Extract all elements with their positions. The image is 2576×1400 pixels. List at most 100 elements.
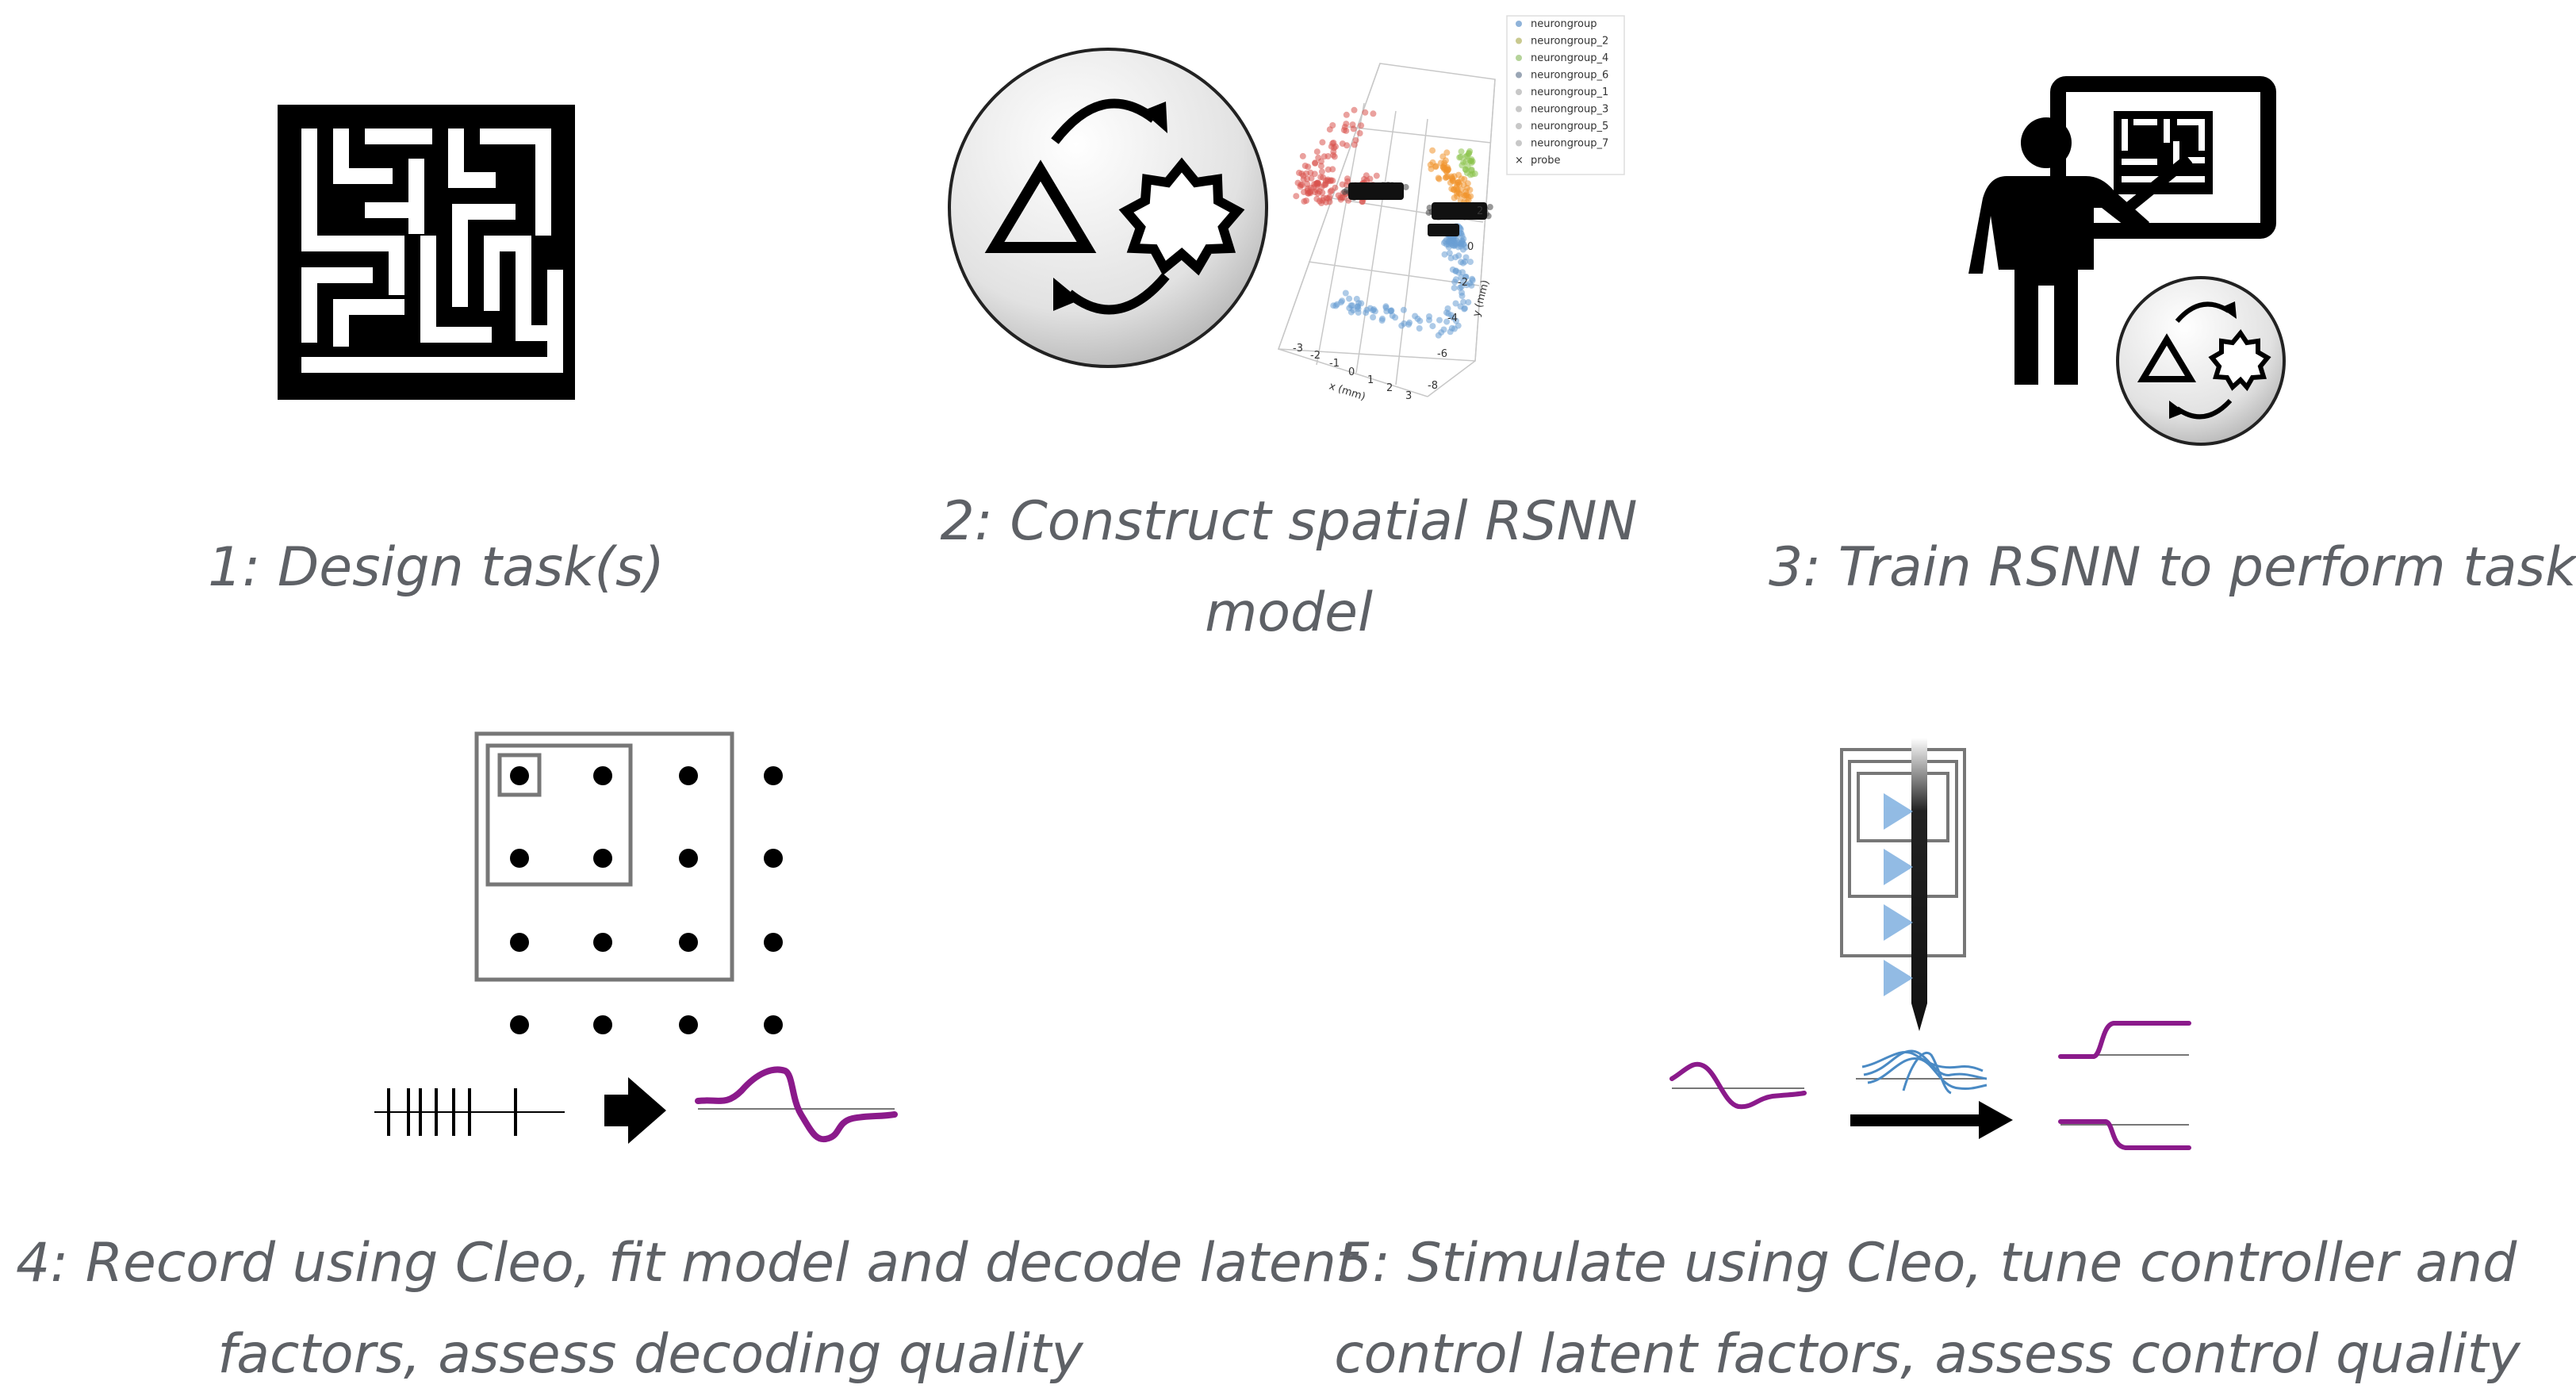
electrode-dot — [593, 933, 612, 952]
scatter-point — [1340, 127, 1347, 133]
scatter-point — [1455, 322, 1462, 329]
scatter-point — [1387, 308, 1394, 315]
x-tick-label: -1 — [1329, 358, 1340, 370]
scatter-points — [1293, 106, 1493, 339]
scatter-point — [1446, 250, 1453, 257]
scatter-point — [1441, 251, 1448, 258]
scatter-point — [1317, 158, 1324, 165]
scatter-point — [1305, 163, 1312, 171]
scatter-point — [1412, 313, 1419, 320]
y-tick-label: -4 — [1447, 313, 1458, 324]
scatter-point — [1451, 242, 1459, 249]
maze-icon — [278, 105, 575, 400]
scatter-point — [1303, 198, 1309, 204]
caption-line: 1: Design task(s) — [208, 536, 665, 599]
scatter-point — [1319, 139, 1326, 146]
spike-train — [374, 1088, 565, 1136]
legend-entry: neurongroup_6 — [1531, 70, 1608, 82]
scatter-point — [1342, 290, 1349, 297]
x-tick-label: -3 — [1293, 343, 1303, 355]
scatter-point — [1416, 317, 1424, 324]
scatter-point — [1443, 149, 1451, 156]
scatter-point — [1329, 166, 1336, 173]
electrode-dot — [510, 933, 529, 952]
electrode-dot — [764, 766, 783, 785]
legend-marker: × — [1515, 155, 1524, 167]
scatter-point — [1298, 182, 1305, 189]
electrode-dot — [593, 1015, 612, 1034]
scatter-point — [1464, 180, 1471, 187]
scatter-point — [1400, 306, 1407, 313]
caption-line: model — [1205, 581, 1373, 644]
scatter-point — [1398, 322, 1405, 329]
x-tick-label: 1 — [1367, 374, 1374, 386]
scatter-point — [1319, 189, 1326, 196]
scatter-point — [1442, 238, 1449, 245]
scatter-point — [1462, 274, 1470, 280]
scatter-point — [1349, 121, 1356, 128]
scatter-point — [1448, 324, 1455, 332]
scatter-point — [1457, 153, 1464, 160]
scatter-point — [1462, 254, 1470, 261]
scatter-point — [1305, 190, 1312, 197]
legend-marker — [1516, 89, 1522, 95]
rsnn-model-icon — [948, 48, 1268, 368]
scatter-point — [1326, 126, 1333, 133]
scatter-point — [1442, 157, 1449, 164]
electrode-array — [510, 766, 783, 1034]
scatter-point — [1465, 151, 1472, 158]
x-tick-label: 0 — [1348, 366, 1355, 378]
scatter-point — [1304, 181, 1311, 187]
control-arrow — [1850, 1101, 2013, 1139]
scatter-point — [1313, 186, 1320, 194]
scatter-point — [1339, 140, 1346, 148]
scatter-point — [1451, 278, 1459, 286]
scatter-point — [1370, 314, 1377, 320]
scatter-point — [1317, 163, 1324, 170]
small-rsnn-icon — [2116, 276, 2286, 446]
step-1-caption: 1: Design task(s) — [159, 522, 714, 613]
legend-marker — [1516, 105, 1522, 113]
scatter-point — [1318, 168, 1325, 175]
scatter-point — [1459, 162, 1466, 169]
scatter-point — [1324, 153, 1332, 159]
scatter-point — [1468, 282, 1475, 289]
scatter-point — [1339, 181, 1346, 188]
legend-marker — [1516, 140, 1522, 147]
scatter-point — [1460, 298, 1467, 305]
electrode-dot — [764, 1015, 783, 1034]
caption-line: 5: Stimulate using Cleo, tune controller… — [1337, 1232, 2517, 1295]
legend-marker — [1516, 37, 1522, 44]
scatter-point — [1300, 176, 1307, 183]
scatter-point — [1359, 198, 1366, 205]
electrode-dot — [679, 933, 698, 952]
caption-line: factors, assess decoding quality — [217, 1323, 1083, 1386]
step-2-caption: 2: Construct spatial RSNN model — [872, 476, 1705, 658]
step-5-caption: 5: Stimulate using Cleo, tune controller… — [1309, 1218, 2546, 1400]
y-tick-label: 2 — [1477, 205, 1483, 217]
caption-line: 4: Record using Cleo, fit model and deco… — [16, 1232, 1358, 1295]
electrode-dot — [510, 1015, 529, 1034]
scatter-point — [1463, 282, 1470, 289]
step-4-caption: 4: Record using Cleo, fit model and deco… — [16, 1218, 1358, 1400]
scatter-point — [1378, 317, 1386, 324]
electrode-dot — [593, 766, 612, 785]
scatter-point — [1371, 308, 1378, 315]
electrode-dot — [764, 933, 783, 952]
scatter-point — [1370, 110, 1377, 117]
scatter-point — [1320, 174, 1327, 181]
scatter-point — [1346, 295, 1353, 302]
scatter-point — [1304, 185, 1311, 192]
neural-response-traces — [1856, 1049, 1988, 1095]
scatter-point — [1454, 182, 1461, 188]
legend-marker — [1516, 55, 1522, 61]
electrode-dot — [593, 849, 612, 868]
legend-marker — [1516, 123, 1522, 129]
scatter-point — [1463, 170, 1470, 176]
scatter-y-ticks: -8 -6 -4 -2 0 2 — [1428, 205, 1483, 392]
scatter-point — [1351, 106, 1358, 113]
scatter-point — [1468, 159, 1475, 167]
stimulation-diagram — [1840, 738, 1966, 1031]
scatter-point — [1452, 300, 1459, 307]
